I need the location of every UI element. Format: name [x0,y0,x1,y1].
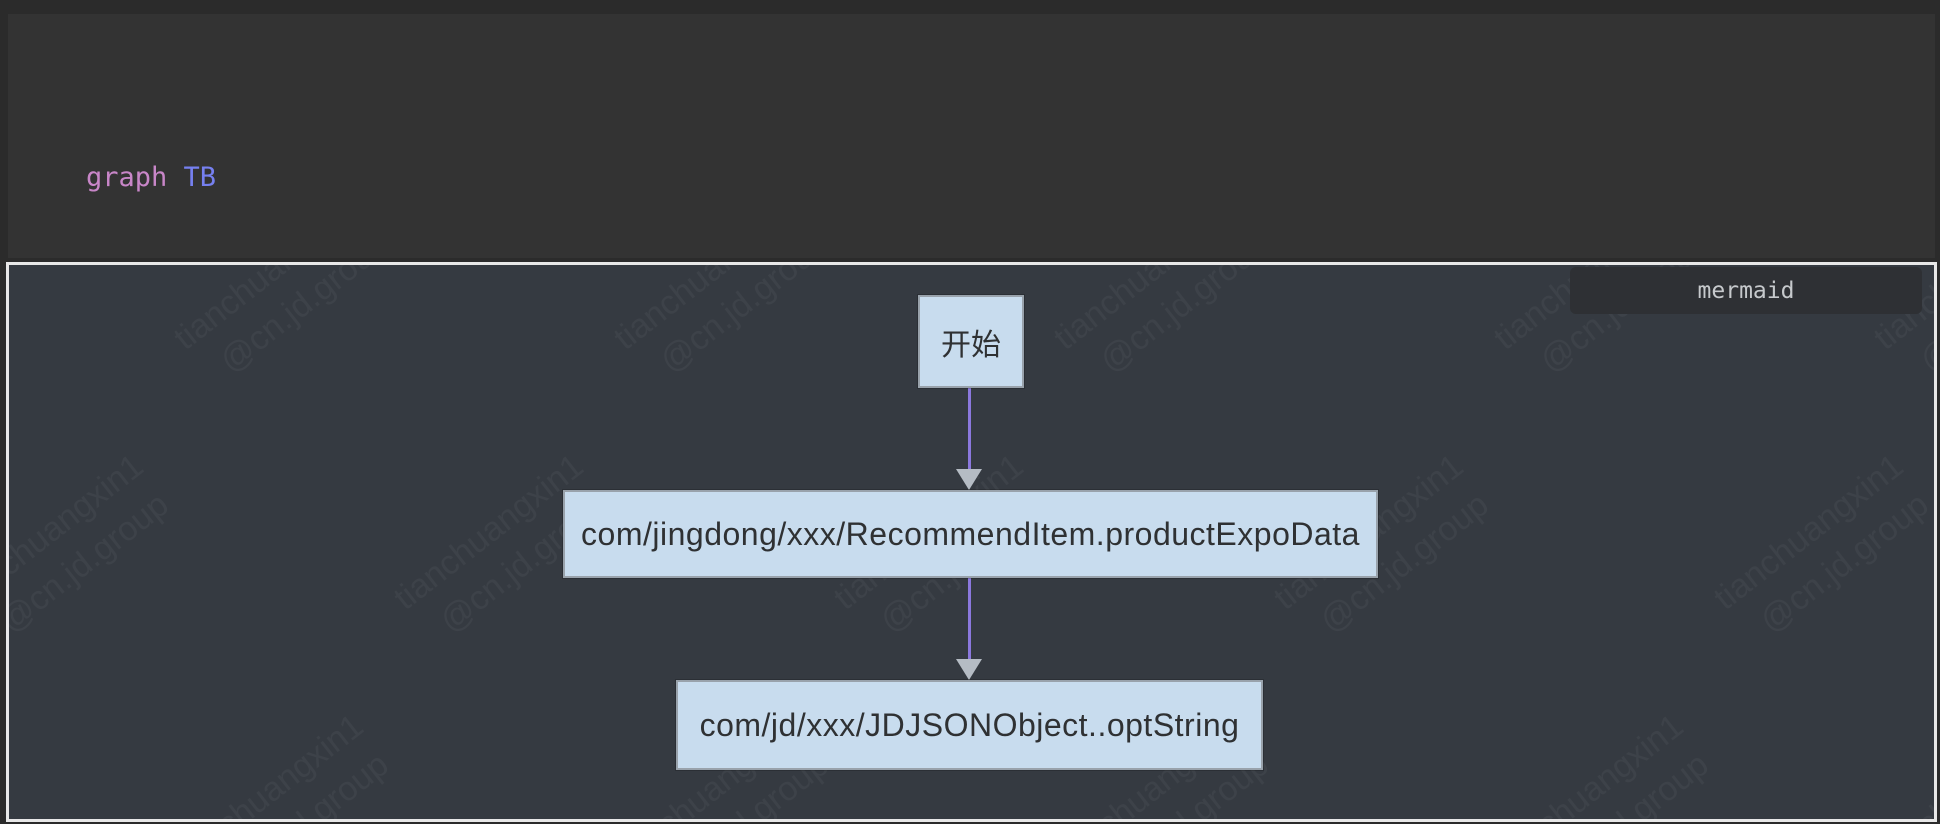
diagram-canvas: tianchuangxin1@cn.jd.group tianchuangxin… [6,262,1937,822]
watermark: tianchuangxin1@cn.jd.group [165,704,402,819]
watermark: tianchuangxin1@cn.jd.group [605,265,842,397]
watermark: tianchuangxin1@cn.jd.group [1705,444,1934,657]
watermark: tianchuangxin1@cn.jd.group [9,444,182,657]
flowchart-node--2018395034: com/jd/xxx/JDJSONObject..optString [676,680,1263,770]
renderer-badge-label: mermaid [1697,277,1795,304]
code-line: graph TB [86,152,1213,204]
watermark: tianchuangxin1@cn.jd.group [1485,704,1722,819]
code-token-direction: TB [183,162,217,193]
edge-line [968,388,971,469]
node-label: com/jingdong/xxx/RecommendItem.productEx… [581,515,1360,552]
edge-line [968,578,971,659]
code-token-keyword: graph [86,162,168,193]
code-token [167,162,183,193]
flowchart-node-14340306: com/jingdong/xxx/RecommendItem.productEx… [563,490,1378,578]
arrowhead-icon [956,659,982,680]
watermark: tianchuangxin1@cn.jd.group [1865,704,1934,819]
flowchart-node-start: 开始 [918,295,1024,388]
node-label: 开始 [941,328,1001,362]
code-editor[interactable]: graph TB start[开始]-->14340306[com/jingdo… [8,14,1935,507]
renderer-badge: mermaid [1570,267,1922,314]
watermark: tianchuangxin1@cn.jd.group [1045,265,1282,397]
watermark: tianchuangxin1@cn.jd.group [165,265,402,397]
node-label: com/jd/xxx/JDJSONObject..optString [699,706,1240,743]
arrowhead-icon [956,469,982,490]
